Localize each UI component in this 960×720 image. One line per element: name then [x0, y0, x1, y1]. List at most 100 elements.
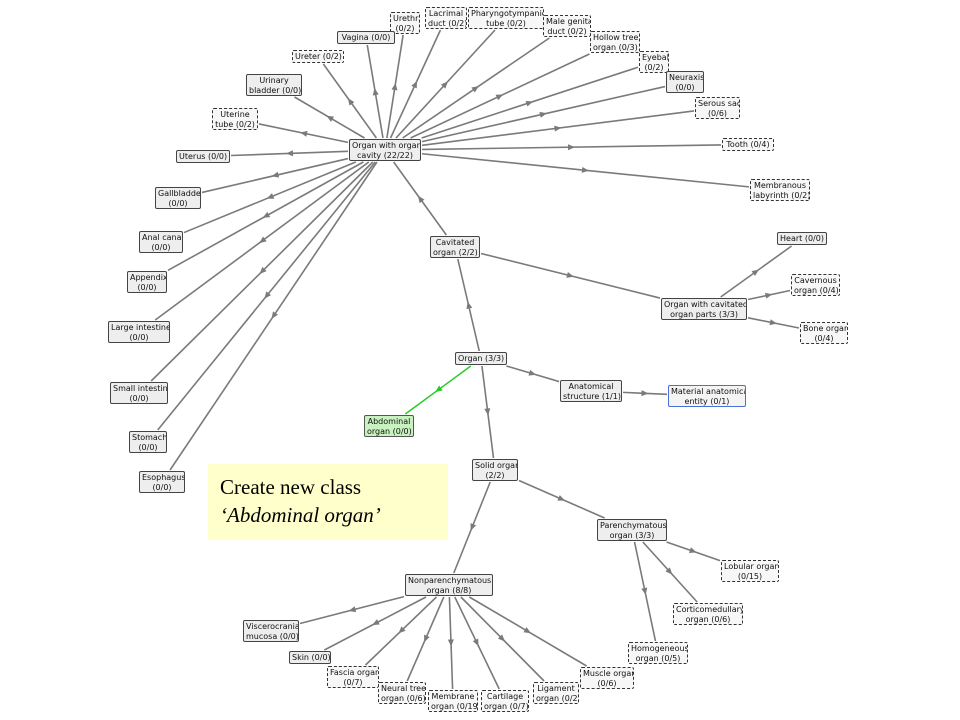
node-label: Male genital [546, 17, 591, 26]
node-label: (0/7) [343, 678, 363, 687]
arrowhead-organ_cavity-to-bladder [326, 115, 335, 122]
node-ureter[interactable]: Ureter (0/2) [292, 50, 344, 63]
node-label: tube (0/2) [486, 19, 526, 28]
node-label: Large intestine [111, 323, 170, 332]
node-label: Corticomedullary [676, 605, 743, 614]
node-label: Solid organ [475, 461, 518, 470]
arrowhead-organ-to-solid_organ [484, 408, 491, 416]
node-label: Serous sac [698, 99, 740, 108]
node-anal[interactable]: Anal canal(0/0) [139, 231, 183, 253]
node-label: Viscerocranial [246, 622, 299, 631]
node-label: Pharyngotympanic [471, 9, 544, 18]
node-label: Tooth (0/4) [726, 140, 770, 149]
node-bone[interactable]: Bone organ(0/4) [800, 322, 848, 344]
node-organ[interactable]: Organ (3/3) [455, 352, 507, 365]
arrowhead-organ_cavity-to-neuraxis [539, 111, 547, 118]
arrowhead-nonparenchymatous-to-membrane [447, 639, 454, 647]
node-label: organ (0/3) [593, 43, 638, 52]
node-solid-organ[interactable]: Solid organ(2/2) [472, 459, 518, 481]
node-label: Neuraxis [669, 73, 704, 82]
arrowhead-cav_parts-to-bone [769, 319, 777, 326]
node-label: (0/0) [138, 443, 158, 452]
node-label: tube (0/2) [215, 120, 255, 129]
node-label: organ (2/2) [433, 248, 478, 257]
node-skin[interactable]: Skin (0/0) [289, 651, 331, 664]
node-label: Lacrimal [428, 9, 464, 18]
node-label: duct (0/2) [547, 27, 587, 36]
node-vagina[interactable]: Vagina (0/0) [337, 31, 395, 44]
node-label: Gallbladder [158, 189, 201, 198]
node-label: Bone organ [803, 324, 848, 333]
node-label: (0/2) [395, 24, 415, 33]
node-label: organ (0/2) [536, 694, 579, 703]
arrowhead-parenchymatous-to-homogeneous [641, 587, 648, 595]
node-label: Urinary [259, 76, 289, 85]
arrowhead-organ_cavity-to-esophagus [271, 311, 278, 319]
node-label: Hollow tree [593, 33, 639, 42]
node-large-int[interactable]: Large intestine(0/0) [108, 321, 170, 343]
arrowhead-organ_cavity-to-large_int [259, 236, 267, 244]
arrowhead-nonparenchymatous-to-skin [372, 619, 380, 626]
node-label: Ureter (0/2) [295, 52, 342, 61]
node-label: cavity (22/22) [357, 151, 413, 160]
node-esophagus[interactable]: Esophagus(0/0) [139, 471, 185, 493]
node-muscle[interactable]: Muscle organ(0/6) [580, 667, 634, 689]
node-eyeball[interactable]: Eyeball(0/2) [639, 51, 669, 73]
node-label: organ (0/19) [431, 702, 478, 711]
node-fascia[interactable]: Fascia organ(0/7) [327, 666, 379, 688]
arrowhead-nonparenchymatous-to-neural_tree [424, 634, 430, 643]
node-label: (0/0) [168, 199, 188, 208]
node-label: (0/0) [129, 333, 149, 342]
arrowhead-cavitated-to-organ_cavity [417, 195, 425, 204]
node-label: (0/0) [675, 83, 695, 92]
node-label: organ (3/3) [609, 531, 655, 540]
node-label: Material anatomical [671, 387, 746, 396]
node-label: Abdominal [367, 417, 411, 426]
node-stomach[interactable]: Stomach(0/0) [129, 431, 167, 453]
node-serous-sac[interactable]: Serous sac(0/6) [695, 97, 740, 119]
node-neuraxis[interactable]: Neuraxis(0/0) [666, 71, 704, 93]
node-gallbladder[interactable]: Gallbladder(0/0) [155, 187, 201, 209]
node-label: organ (0/5) [635, 654, 681, 663]
node-tooth[interactable]: Tooth (0/4) [722, 138, 774, 151]
node-label: (0/2) [644, 63, 664, 72]
node-appendix[interactable]: Appendix(0/0) [127, 271, 167, 293]
callout-line-2: ‘Abdominal organ’ [220, 503, 381, 527]
node-label: organ (8/8) [426, 586, 472, 595]
node-uterus[interactable]: Uterus (0/0) [176, 150, 230, 163]
node-label: organ (0/0) [367, 427, 412, 436]
arrowhead-solid_organ-to-nonparenchymatous [470, 523, 477, 531]
arrowhead-organ_cavity-to-serous_sac [554, 125, 562, 132]
node-urethra[interactable]: Urethra(0/2) [390, 12, 420, 34]
node-heart[interactable]: Heart (0/0) [777, 232, 827, 245]
arrowhead-organ_cavity-to-hollow_tree [495, 94, 504, 101]
node-label: organ (0/4) [794, 286, 839, 295]
arrowhead-parenchymatous-to-lobular [688, 547, 697, 553]
arrowhead-organ_cavity-to-male_genital [471, 86, 479, 93]
node-small-int[interactable]: Small intestine(0/0) [110, 382, 168, 404]
node-lobular[interactable]: Lobular organ(0/15) [721, 560, 779, 582]
